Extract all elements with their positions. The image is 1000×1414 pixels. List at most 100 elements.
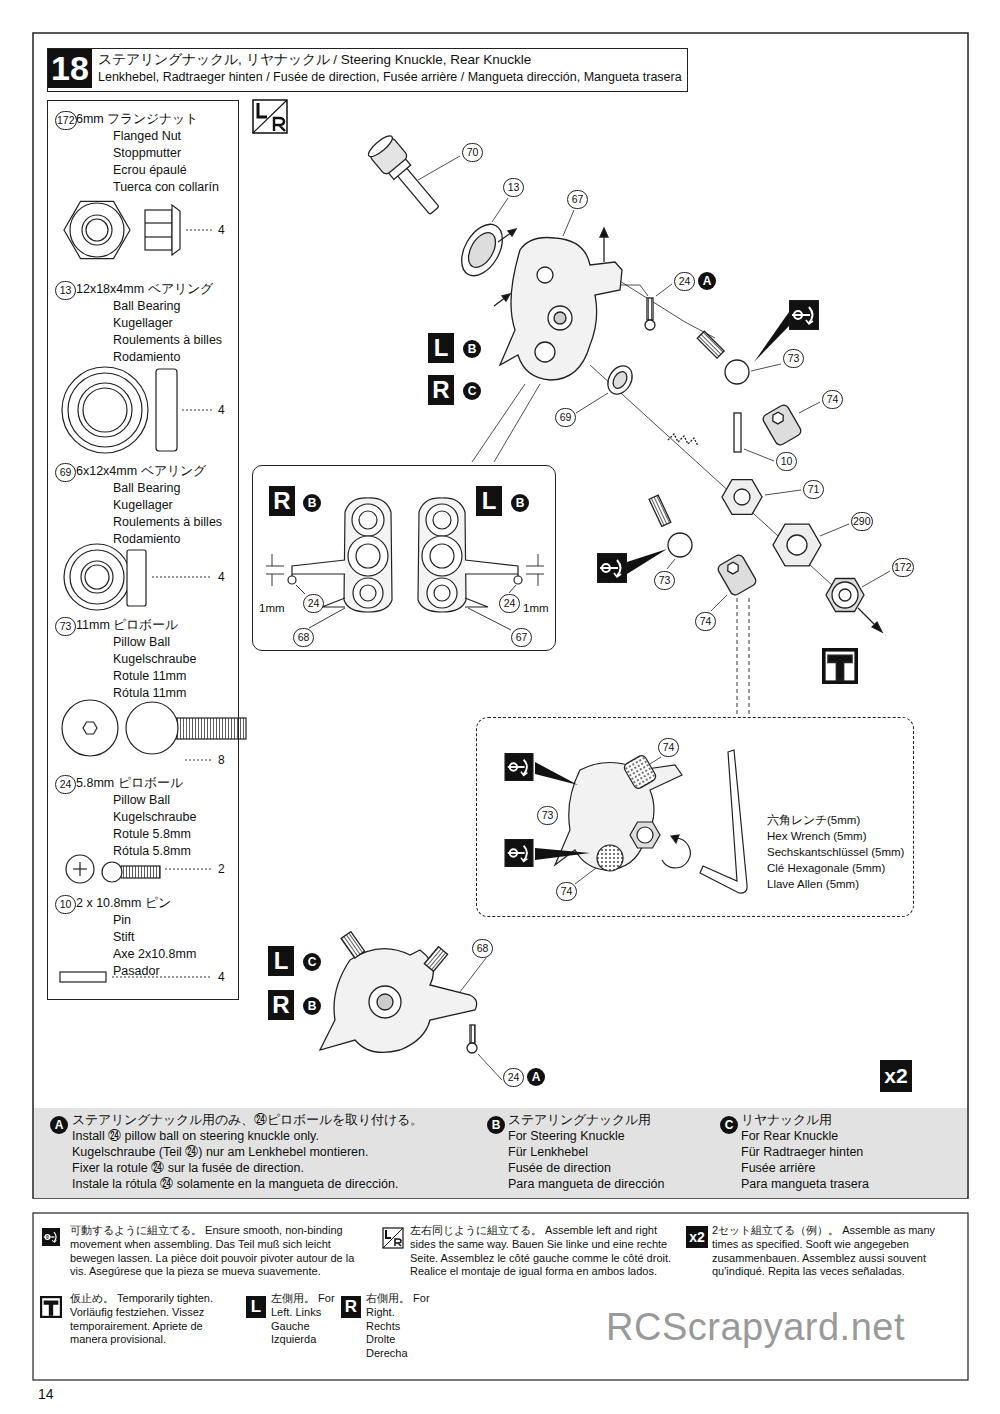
left-right-symbol — [253, 100, 287, 133]
exploded-view — [554, 312, 566, 324]
tightening-detail-drawing — [700, 750, 747, 893]
parts-drawings — [83, 388, 127, 432]
parts-drawings — [66, 855, 94, 883]
callout-number: 73 — [537, 806, 558, 825]
tightening-detail-drawing — [623, 754, 658, 790]
legend-text: 左右同じように組立てる。 Assemble left and right sid… — [410, 1224, 678, 1279]
exploded-view — [761, 403, 802, 446]
callout-number: 67 — [511, 628, 532, 647]
parts-drawings — [83, 722, 97, 734]
rear-knuckle-drawing — [470, 1025, 475, 1043]
tightening-detail-drawing — [575, 868, 596, 884]
dimension: 1mm — [259, 602, 285, 616]
part-name: Rodamiento — [113, 350, 180, 365]
callout-number: 73 — [55, 617, 76, 636]
note-text: Fusée arrière — [741, 1161, 815, 1176]
rear-knuckle-drawing — [341, 932, 365, 959]
callout-number: 74 — [695, 612, 716, 631]
note-marker: B — [303, 997, 321, 1015]
exploded-view — [418, 156, 890, 611]
exploded-view — [366, 133, 890, 714]
parts-drawings — [64, 201, 130, 258]
legend-entry: 左側用。 For Left. Links Gauche Izquierda — [271, 1292, 337, 1347]
tightening-detail-drawing — [671, 835, 679, 843]
parts-drawings — [70, 550, 124, 604]
exploded-view — [716, 553, 757, 596]
exploded-view — [770, 411, 785, 426]
dimension: 1mm — [523, 602, 549, 616]
rear-knuckle-drawing — [424, 947, 447, 972]
page-number: 14 — [38, 1386, 54, 1403]
exploded-view — [744, 449, 774, 461]
part-name: Stift — [113, 930, 135, 945]
part-name: Pin — [113, 913, 131, 928]
left-right-symbol — [253, 100, 287, 133]
parts-drawings — [145, 210, 172, 250]
callout-number: 172 — [55, 111, 77, 130]
callout-number: 69 — [555, 408, 576, 427]
quantity: 4 — [218, 403, 225, 417]
rear-knuckle-drawing — [377, 994, 393, 1010]
exploded-view — [590, 278, 843, 595]
callout-number: 172 — [892, 558, 914, 577]
exploded-view — [576, 393, 608, 413]
parts-drawings — [156, 369, 177, 451]
legend-text: 右側用。 For Right. Rechts Drolte Derecha — [366, 1292, 432, 1361]
exploded-view — [722, 480, 762, 515]
part-name: Pillow Ball — [113, 635, 170, 650]
parts-drawings — [60, 201, 246, 982]
exploded-view — [737, 598, 738, 714]
tightening-detail-drawing — [505, 839, 533, 867]
exploded-view — [396, 167, 439, 215]
knuckle-detail-drawings — [526, 566, 544, 567]
page-frame — [33, 33, 968, 1198]
exploded-view — [749, 598, 750, 714]
callout-number: 68 — [472, 939, 493, 958]
exploded-view — [649, 495, 671, 526]
side-badge: L — [246, 1296, 266, 1318]
rear-knuckle-drawing — [424, 947, 447, 972]
part-name: Ball Bearing — [113, 299, 180, 314]
exploded-view — [535, 342, 555, 362]
part-title: 12x18x4mm ベアリング — [76, 282, 213, 297]
note-marker: A — [698, 272, 716, 290]
page-frame — [33, 33, 968, 1380]
note-text: For Rear Knuckle — [741, 1129, 838, 1144]
rear-knuckle-drawing — [460, 958, 486, 992]
rear-knuckle-drawing — [478, 1054, 502, 1080]
parts-drawings — [86, 219, 108, 241]
exploded-view — [832, 582, 858, 608]
tightening-detail-drawing — [505, 750, 747, 893]
knuckle-detail-drawings — [266, 566, 284, 567]
exploded-view — [737, 598, 749, 714]
note-text: Für Lenkhebel — [508, 1145, 588, 1160]
legend-text: 2セット組立てる（例）。 Assemble as many times as s… — [712, 1224, 960, 1279]
parts-drawings — [62, 700, 118, 756]
exploded-view — [597, 553, 627, 583]
tightening-detail-drawing — [535, 762, 578, 785]
callout-number: 68 — [293, 628, 314, 647]
exploded-view — [787, 535, 807, 555]
legend-symbols — [41, 1297, 61, 1317]
note-text: Für Radtraeger hinten — [741, 1145, 863, 1160]
callout-number: 24 — [499, 594, 520, 613]
exploded-view — [725, 360, 749, 384]
side-badge: R — [268, 990, 294, 1020]
callout-number: 70 — [462, 143, 483, 162]
callout-number: 69 — [55, 463, 76, 482]
parts-drawings — [85, 565, 109, 589]
note-text: ステアリングナックル用 — [508, 1113, 651, 1128]
parts-drawings — [60, 972, 106, 982]
part-name: Ecrou épaulé — [113, 163, 187, 178]
exploded-view — [610, 369, 629, 391]
parts-drawings — [121, 866, 160, 878]
parts-drawings — [102, 862, 122, 882]
parts-drawings — [165, 869, 212, 870]
count-badge: x2 — [880, 1060, 912, 1092]
note-text: Instale la rótula ㉔ solamente en la mang… — [72, 1177, 398, 1192]
exploded-view — [751, 364, 781, 371]
exploded-view — [537, 267, 553, 283]
exploded-view — [647, 298, 653, 320]
legend-entry: 可動するように組立てる。 Ensure smooth, non-binding … — [70, 1224, 370, 1279]
